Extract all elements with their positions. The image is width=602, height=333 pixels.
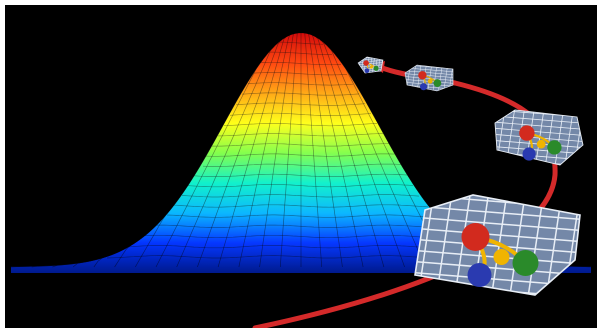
network-node	[522, 147, 536, 161]
network-node	[420, 83, 428, 91]
network-node	[536, 139, 546, 149]
network-node	[547, 140, 562, 155]
tile-medium	[494, 109, 584, 166]
surface-highlight	[11, 33, 591, 273]
network-node	[418, 71, 427, 80]
scene	[5, 5, 597, 328]
network-node	[519, 125, 535, 141]
network-node	[433, 79, 442, 87]
network-node	[363, 60, 369, 66]
gaussian-landscape-illustration	[10, 33, 592, 328]
network-node	[373, 65, 379, 71]
tile-small	[404, 64, 454, 92]
network-node	[461, 223, 490, 251]
network-node	[364, 68, 370, 74]
network-node	[369, 65, 373, 69]
network-node	[427, 78, 433, 84]
network-node	[493, 249, 510, 265]
gaussian-surface	[10, 33, 592, 273]
tile-tiny	[357, 56, 384, 74]
network-node	[467, 263, 492, 287]
network-node	[512, 250, 539, 276]
tile-large	[414, 194, 581, 296]
